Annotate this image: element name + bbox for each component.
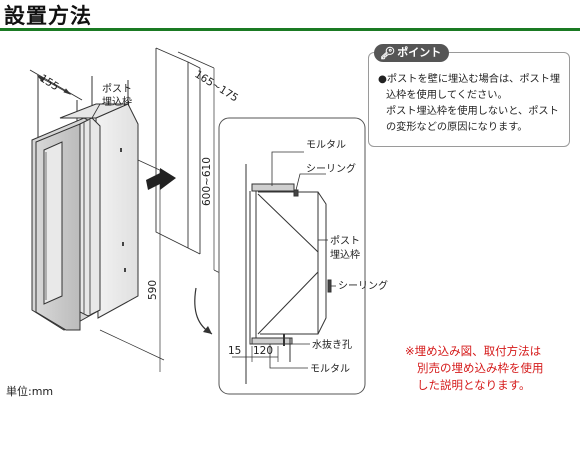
- dimension-155-label: 155: [37, 72, 60, 93]
- title-underline: [0, 28, 580, 31]
- point-tag-label: ポイント: [397, 46, 442, 59]
- red-note: ※埋め込み図、取付方法は 別売の埋め込み枠を使用 した説明となります。: [405, 343, 580, 394]
- sealing-label-top: シーリング: [306, 162, 356, 175]
- sealing-label-right: シーリング: [338, 279, 388, 292]
- mortar-label-top: モルタル: [306, 139, 346, 151]
- post-frame-label-left-line1: ポスト: [102, 83, 132, 95]
- post-frame-label-left-line2: 埋込枠: [102, 95, 132, 108]
- section-leaders: [269, 151, 336, 369]
- dimension-590-label: 590: [147, 280, 159, 300]
- dimension-120-label: 120: [253, 345, 273, 357]
- post-3d-view: [29, 69, 139, 331]
- note-line-1: ※埋め込み図、取付方法は: [405, 344, 542, 358]
- dimension-155: [36, 75, 72, 95]
- dimension-600-610-label: 600~610: [201, 157, 213, 206]
- point-box: [368, 52, 570, 147]
- key-icon: 🔑︎: [380, 46, 396, 60]
- unit-label: 単位:mm: [6, 385, 54, 398]
- drain-hole-label: 水抜き孔: [312, 338, 352, 351]
- dimension-590: [99, 159, 165, 372]
- point-text: ●ポストを壁に埋込む場合は、ポスト埋 込枠を使用してください。 ポスト埋込枠を使…: [378, 72, 566, 136]
- note-line-2: 別売の埋め込み枠を使用: [417, 361, 544, 375]
- bottom-dimensions: [232, 340, 279, 362]
- point-line-3: ポスト埋込枠を使用しないと、ポスト: [386, 106, 559, 117]
- insert-arrow-icon: [146, 168, 176, 190]
- callout-arrow: [194, 287, 213, 335]
- point-line-4: の変形などの原因になります。: [386, 122, 528, 133]
- post-frame-label-right-line1: ポスト: [330, 235, 360, 247]
- note-line-3: した説明となります。: [417, 378, 531, 392]
- point-line-1: ●ポストを壁に埋込む場合は、ポスト埋: [378, 74, 561, 85]
- mortar-label-bottom: モルタル: [310, 363, 350, 375]
- dimension-15-label: 15: [228, 345, 241, 357]
- point-tag: 🔑︎ ポイント: [374, 44, 450, 62]
- wall-opening: [155, 47, 223, 275]
- post-frame-label-right-line2: 埋込枠: [330, 248, 360, 261]
- point-line-2: 込枠を使用してください。: [386, 90, 508, 101]
- page-title: 設置方法: [4, 4, 92, 28]
